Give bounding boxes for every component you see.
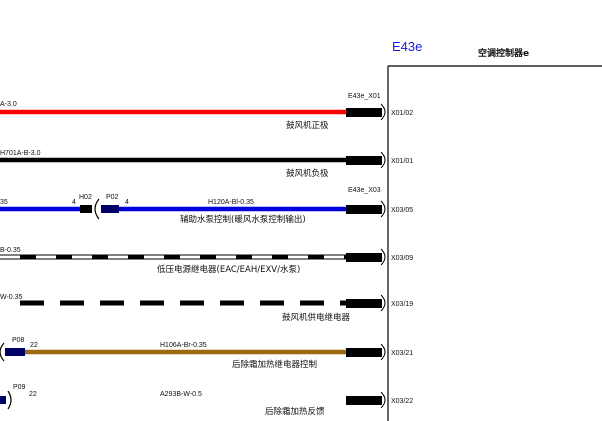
signal-label-4: 低压电源继电器(EAC/EAH/EXV/水泵) [157, 264, 300, 275]
splice-bracket-3 [94, 198, 100, 220]
terminal-2 [346, 156, 382, 165]
terminal-1 [346, 108, 382, 117]
splice-socket-7: P09 [13, 384, 26, 391]
splice-right-pin-3: 4 [125, 199, 129, 206]
signal-label-5: 鼓风机供电继电器 [282, 312, 351, 323]
terminal-3 [346, 205, 382, 214]
wire-label-4: B-0.35 [0, 247, 21, 254]
splice-socket-3: P02 [106, 194, 119, 201]
terminal-6 [346, 348, 382, 357]
wire-label-3: H120A-Bl-0.35 [208, 199, 254, 206]
connector-x01-label: E43e_X01 [348, 93, 381, 100]
terminal-4 [346, 253, 382, 262]
terminal-bracket-7 [380, 391, 386, 409]
signal-label-2: 鼓风机负极 [286, 168, 329, 179]
splice-bracket-6 [0, 342, 5, 362]
wire-row-7: P09 22 A293B-W-0.5 后除霜加热反馈 X03/22 [0, 384, 413, 417]
socket-p09 [0, 396, 6, 404]
wire-label-2: H701A-B-3.0 [0, 150, 41, 157]
splice-bracket-7 [7, 390, 12, 410]
wire-row-1: A-3.0 鼓风机正极 X01/02 [0, 101, 413, 131]
wire-row-6: P08 22 H106A-Br-0.35 后除霜加热继电器控制 X03/21 [0, 337, 413, 370]
terminal-7 [346, 396, 382, 405]
component-name: 空调控制器e [478, 47, 529, 59]
socket-p08 [5, 348, 25, 356]
pin-label-6: X03/21 [391, 350, 413, 357]
terminal-bracket-6 [380, 343, 386, 361]
socket-p02 [101, 205, 119, 213]
wire-row-2: H701A-B-3.0 鼓风机负极 X01/01 [0, 150, 413, 179]
wire-left-label-3: 35 [0, 199, 8, 206]
signal-label-1: 鼓风机正极 [286, 120, 329, 131]
splice-socket-6: P08 [12, 337, 25, 344]
pin-label-3: X03/05 [391, 207, 413, 214]
terminal-bracket-1 [380, 103, 386, 121]
splice-plug-3: H02 [79, 194, 92, 201]
pin-label-5: X03/19 [391, 301, 413, 308]
terminal-bracket-4 [380, 248, 386, 266]
terminal-bracket-5 [380, 294, 386, 312]
splice-right-pin-6: 22 [30, 342, 38, 349]
connector-x03-label: E43e_X03 [348, 187, 381, 194]
pin-label-7: X03/22 [391, 398, 413, 405]
wire-label-7: A293B-W-0.5 [160, 391, 202, 398]
terminal-bracket-3 [380, 200, 386, 218]
signal-label-7: 后除霜加热反馈 [265, 406, 325, 417]
plug-h02 [80, 205, 92, 213]
signal-label-6: 后除霜加热继电器控制 [232, 359, 317, 370]
wire-row-3: 35 4 H02 P02 4 H120A-Bl-0.35 辅助水泵控制(暖风水泵… [0, 194, 413, 225]
splice-left-pin-3: 4 [72, 199, 76, 206]
terminal-bracket-2 [380, 151, 386, 169]
wire-row-4: B-0.35 低压电源继电器(EAC/EAH/EXV/水泵) X03/09 [0, 247, 413, 275]
component-id: E43e [392, 39, 422, 54]
signal-label-3: 辅助水泵控制(暖风水泵控制输出) [180, 214, 306, 225]
splice-right-pin-7: 22 [29, 391, 37, 398]
pin-label-1: X01/02 [391, 110, 413, 117]
wire-label-1: A-3.0 [0, 101, 17, 108]
wire-label-6: H106A-Br-0.35 [160, 342, 207, 349]
wire-label-5: W-0.35 [0, 294, 23, 301]
terminal-5 [346, 299, 382, 308]
pin-label-4: X03/09 [391, 255, 413, 262]
wire-row-5: W-0.35 鼓风机供电继电器 X03/19 [0, 294, 413, 323]
pin-label-2: X01/01 [391, 158, 413, 165]
